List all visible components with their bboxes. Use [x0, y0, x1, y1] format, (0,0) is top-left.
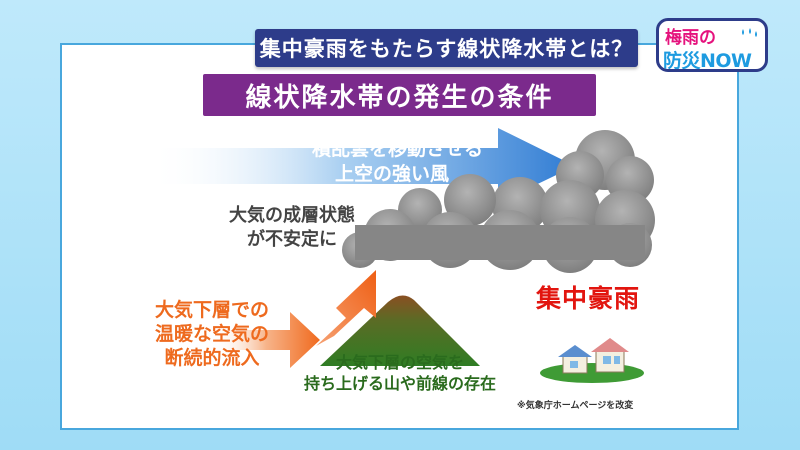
logo-line2: 防災NOW: [663, 50, 752, 72]
program-logo: 梅雨の 防災NOW: [656, 18, 768, 72]
warm-label-line3: 断続的流入: [164, 347, 260, 369]
houses-on-ground: [540, 338, 644, 383]
heavy-rain-label: 集中豪雨: [536, 284, 641, 313]
warm-air-arrow-horizontal: [212, 312, 320, 368]
warm-air-label: 大気下層での 温暖な空気の 断続的流入: [150, 298, 274, 370]
mountain-label-line1: 大気下層の空気を: [335, 353, 464, 372]
wind-label-line1: 積乱雲を移動させる: [312, 138, 484, 160]
unstable-label-line2: が不安定に: [247, 229, 337, 250]
source-note: ※気象庁ホームページを改変: [517, 401, 634, 411]
house-left: [558, 345, 592, 374]
warm-label-line2: 温暖な空気の: [154, 323, 269, 345]
subtitle-text: 線状降水帯の発生の条件: [245, 82, 554, 113]
unstable-label-line1: 大気の成層状態: [229, 205, 355, 226]
wind-label: 積乱雲を移動させる 上空の強い風: [312, 137, 484, 187]
wind-label-line2: 上空の強い風: [334, 163, 449, 185]
rain-drops-icon: [742, 28, 757, 37]
warm-label-line1: 大気下層での: [154, 299, 269, 321]
title-text: 集中豪雨をもたらす線状降水帯とは？: [259, 37, 634, 61]
house-right: [591, 338, 629, 373]
rain-streaks: [543, 250, 640, 358]
mountain: [320, 295, 480, 366]
upper-wind-arrow: [150, 128, 575, 203]
subtitle-banner: 線状降水帯の発生の条件: [203, 74, 596, 116]
title-banner: 集中豪雨をもたらす線状降水帯とは？: [255, 29, 638, 67]
cumulonimbus-cloud: [342, 130, 655, 273]
logo-line1: 梅雨の: [665, 28, 716, 48]
unstable-atmosphere-label: 大気の成層状態 が不安定に: [216, 204, 368, 252]
mountain-label-line2: 持ち上げる山や前線の存在: [303, 374, 496, 393]
warm-air-arrow-rising: [316, 270, 376, 346]
mountain-label: 大気下層の空気を 持ち上げる山や前線の存在: [300, 352, 500, 394]
